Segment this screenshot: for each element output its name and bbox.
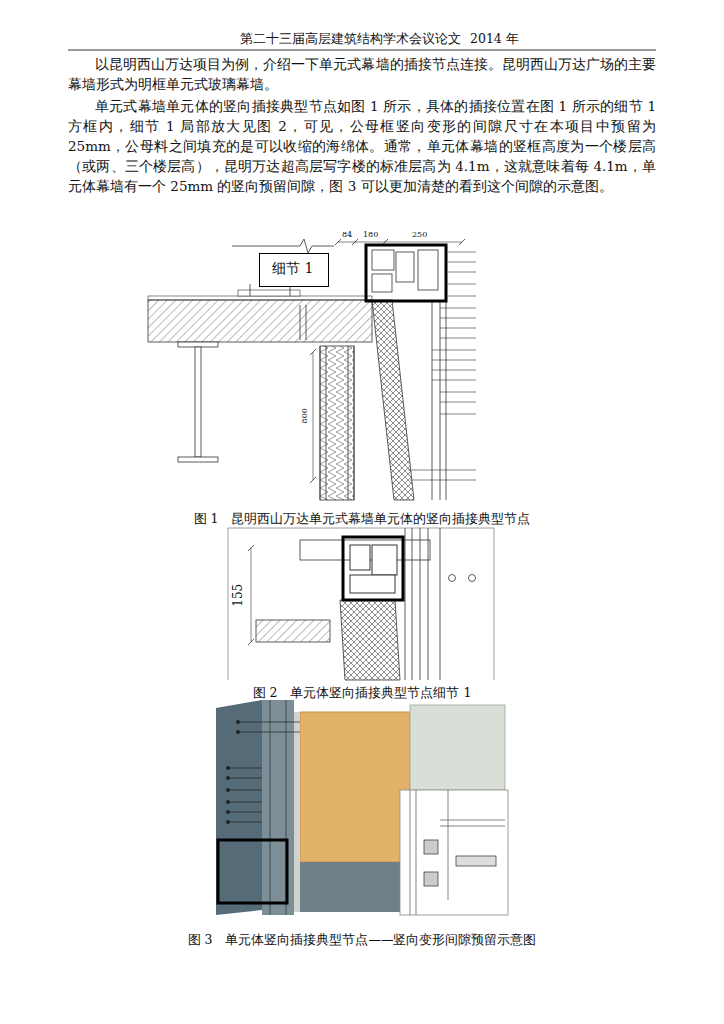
mullion-lines	[405, 528, 440, 680]
detail-label-box: 细节 1	[259, 253, 329, 287]
dimension-number: 84	[342, 230, 352, 240]
lower-panel	[300, 862, 400, 912]
beam-web	[195, 347, 201, 457]
female-profile	[350, 545, 370, 570]
break-line	[232, 239, 334, 253]
slab-edge	[256, 620, 330, 642]
figure-caption: 图 1 昆明西山万达单元式幕墙单元体的竖向插接典型节点	[0, 511, 724, 526]
dimension-line	[338, 242, 462, 243]
dimension-ticks	[310, 349, 316, 483]
mullion-profile	[372, 250, 394, 270]
glass-panel	[410, 705, 505, 790]
body-paragraph: 以昆明西山万达项目为例，介绍一下单元式幕墙的插接节点连接。昆明西山万达广场的主要…	[68, 54, 656, 94]
running-header: 第二十三届高层建筑结构学术会议论文	[240, 31, 461, 46]
sponge-profile	[350, 575, 395, 593]
floor-slab	[148, 300, 372, 342]
sponge-filler	[340, 600, 400, 680]
leader-lines	[408, 252, 476, 480]
figure-3	[216, 700, 508, 915]
mullion-profile	[372, 274, 392, 292]
panel-skins	[320, 346, 354, 500]
inclined-glass	[372, 300, 414, 500]
figure-caption: 图 3 单元体竖向插接典型节点——竖向变形间隙预留示意图	[0, 932, 724, 947]
dimension-ticks	[248, 545, 254, 645]
mullion-profile	[396, 252, 414, 282]
detail-frame	[343, 537, 403, 600]
inset-profile	[424, 840, 438, 854]
screw	[469, 575, 476, 582]
floor-finish	[148, 296, 372, 300]
running-header-year: 2014 年	[470, 31, 519, 46]
detail-label: 细节 1	[272, 260, 316, 278]
figure-2	[228, 528, 494, 680]
callout-dots	[226, 720, 240, 824]
detail-frame	[366, 245, 446, 301]
dimension-number: 155	[231, 584, 245, 607]
seal-strip	[294, 712, 300, 912]
dimension-number: 800	[300, 408, 310, 423]
figure-1	[148, 239, 476, 500]
figure-caption: 图 2 单元体竖向插接典型节点细节 1	[0, 685, 724, 700]
inset-bracket	[456, 856, 496, 866]
mullion-profile	[418, 250, 438, 290]
screw	[449, 575, 456, 582]
male-profile	[372, 545, 397, 575]
beam-flange	[178, 457, 218, 462]
dimension-number: 180	[363, 230, 378, 240]
inset-lines	[410, 790, 505, 915]
detail-frame	[218, 840, 287, 903]
embedded-plate	[238, 290, 300, 296]
dimension-number: 250	[412, 230, 427, 240]
insulation-panel	[300, 712, 410, 862]
insulation-panel	[320, 346, 354, 500]
header-rule	[68, 50, 656, 51]
inset-profile	[424, 872, 438, 886]
detail-inset	[400, 790, 508, 915]
drawing-border	[228, 528, 494, 680]
body-paragraph: 单元式幕墙单元体的竖向插接典型节点如图 1 所示，具体的插接位置在图 1 所示的…	[68, 96, 656, 196]
leader-lines	[228, 722, 300, 822]
anchor-bolts	[250, 284, 306, 340]
beam-flange	[178, 342, 218, 347]
dimension-line	[251, 548, 252, 642]
dimension-line	[313, 352, 314, 480]
